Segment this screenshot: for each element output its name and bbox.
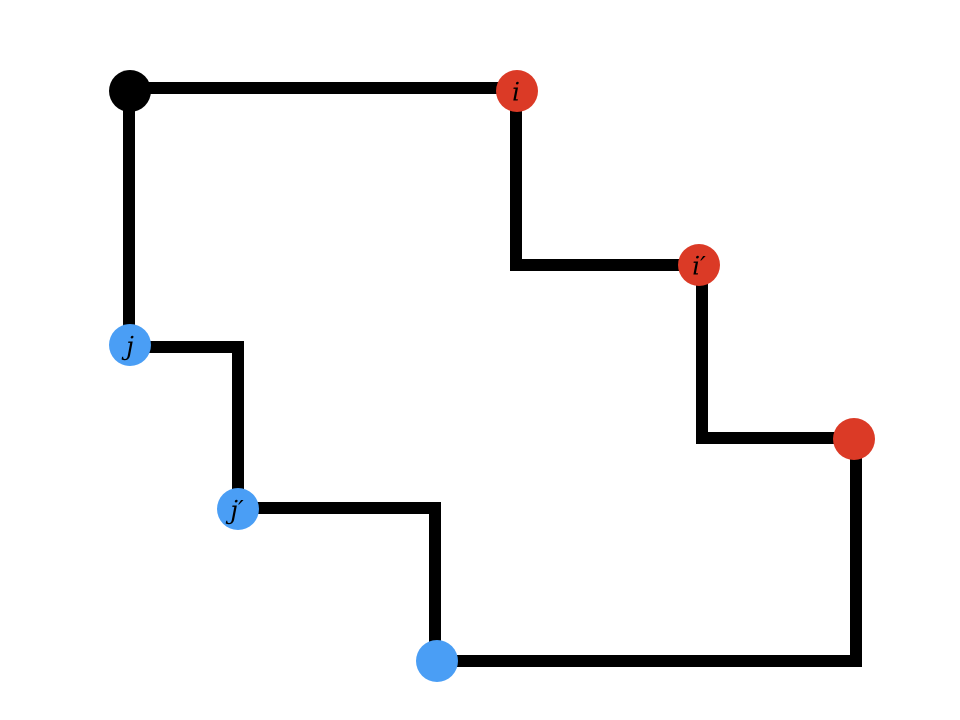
- edge-red-end-to-blue-end: [431, 434, 862, 667]
- node-label-i-prime: i′: [692, 252, 706, 281]
- node-label-i: i: [512, 78, 520, 107]
- node-label-j-prime: j′: [225, 496, 244, 525]
- node-labels: i i′ j j′: [121, 78, 706, 525]
- edges: [123, 82, 862, 667]
- edge-i-prime-to-red-end: [696, 260, 861, 444]
- node-red-end: [833, 418, 875, 460]
- node-j: [109, 324, 151, 366]
- edge-j-prime-to-blue-end: [234, 502, 441, 666]
- node-j-prime: [217, 488, 259, 530]
- edge-i-to-i-prime: [510, 86, 706, 271]
- nodes: [109, 70, 875, 682]
- edge-j-to-j-prime: [125, 341, 244, 514]
- node-i-prime: [678, 244, 720, 286]
- node-i: [496, 70, 538, 112]
- node-blue-end: [416, 640, 458, 682]
- node-root: [109, 70, 151, 112]
